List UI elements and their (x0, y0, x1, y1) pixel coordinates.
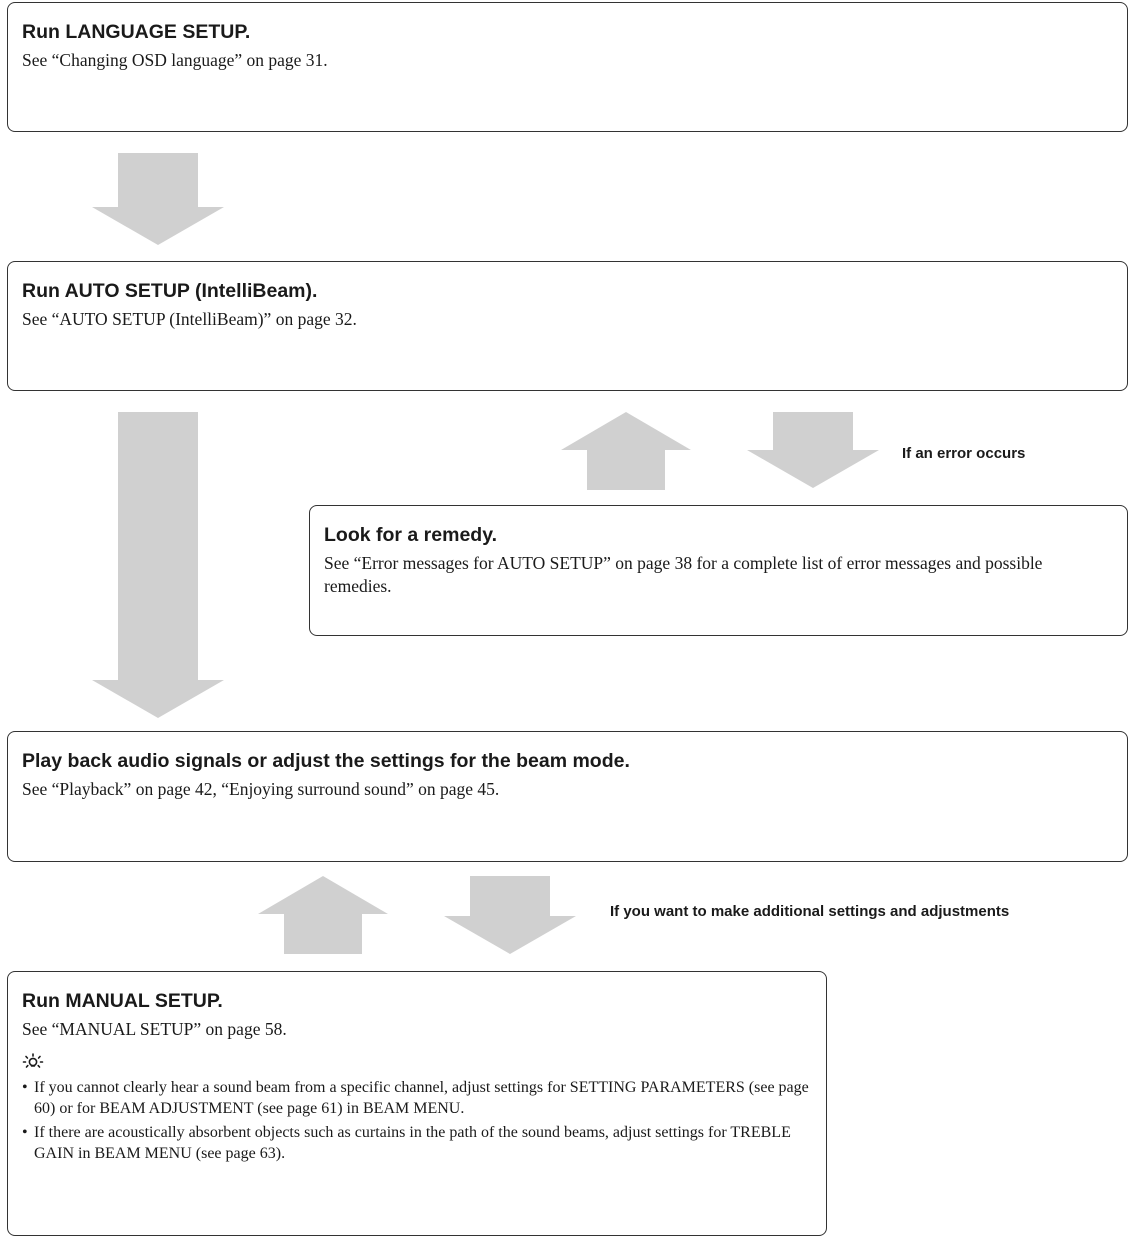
down-arrow-2 (747, 412, 879, 488)
up-arrow-icon (258, 876, 388, 954)
step-text: See “AUTO SETUP (IntelliBeam)” on page 3… (22, 309, 357, 329)
error-note: If an error occurs (902, 445, 1026, 462)
down-arrow-long (92, 412, 224, 718)
down-arrow-3 (444, 876, 576, 954)
down-arrow-icon (92, 153, 224, 245)
tip-bullet: If you cannot clearly hear a sound beam … (22, 1077, 814, 1119)
step-title: Run AUTO SETUP (IntelliBeam). (22, 280, 318, 302)
down-arrow-icon (747, 412, 879, 488)
tip-list: If you cannot clearly hear a sound beam … (22, 1077, 814, 1164)
additional-settings-note: If you want to make additional settings … (610, 903, 1010, 920)
long-down-arrow-icon (92, 412, 224, 718)
remedy-box: Look for a remedy. See “Error messages f… (309, 505, 1128, 636)
down-arrow-icon (444, 876, 576, 954)
up-arrow-1 (561, 412, 691, 490)
tip-lightbulb-icon (22, 1053, 44, 1068)
step-text: See “Changing OSD language” on page 31. (22, 50, 328, 70)
up-arrow-2 (258, 876, 388, 954)
playback-box: Play back audio signals or adjust the se… (7, 731, 1128, 862)
step-title: Run MANUAL SETUP. (22, 990, 223, 1012)
down-arrow-1 (92, 153, 224, 245)
step-title: Run LANGUAGE SETUP. (22, 21, 251, 43)
step-title: Look for a remedy. (324, 524, 498, 546)
step-title: Play back audio signals or adjust the se… (22, 750, 630, 772)
step-text: See “Playback” on page 42, “Enjoying sur… (22, 779, 500, 799)
step-text: See “Error messages for AUTO SETUP” on p… (324, 553, 1043, 596)
up-arrow-icon (561, 412, 691, 490)
step-text: See “MANUAL SETUP” on page 58. (22, 1019, 287, 1039)
language-setup-box: Run LANGUAGE SETUP. See “Changing OSD la… (7, 2, 1128, 132)
auto-setup-box: Run AUTO SETUP (IntelliBeam). See “AUTO … (7, 261, 1128, 391)
manual-setup-box: Run MANUAL SETUP. See “MANUAL SETUP” on … (7, 971, 827, 1236)
tip-bullet: If there are acoustically absorbent obje… (22, 1122, 814, 1164)
